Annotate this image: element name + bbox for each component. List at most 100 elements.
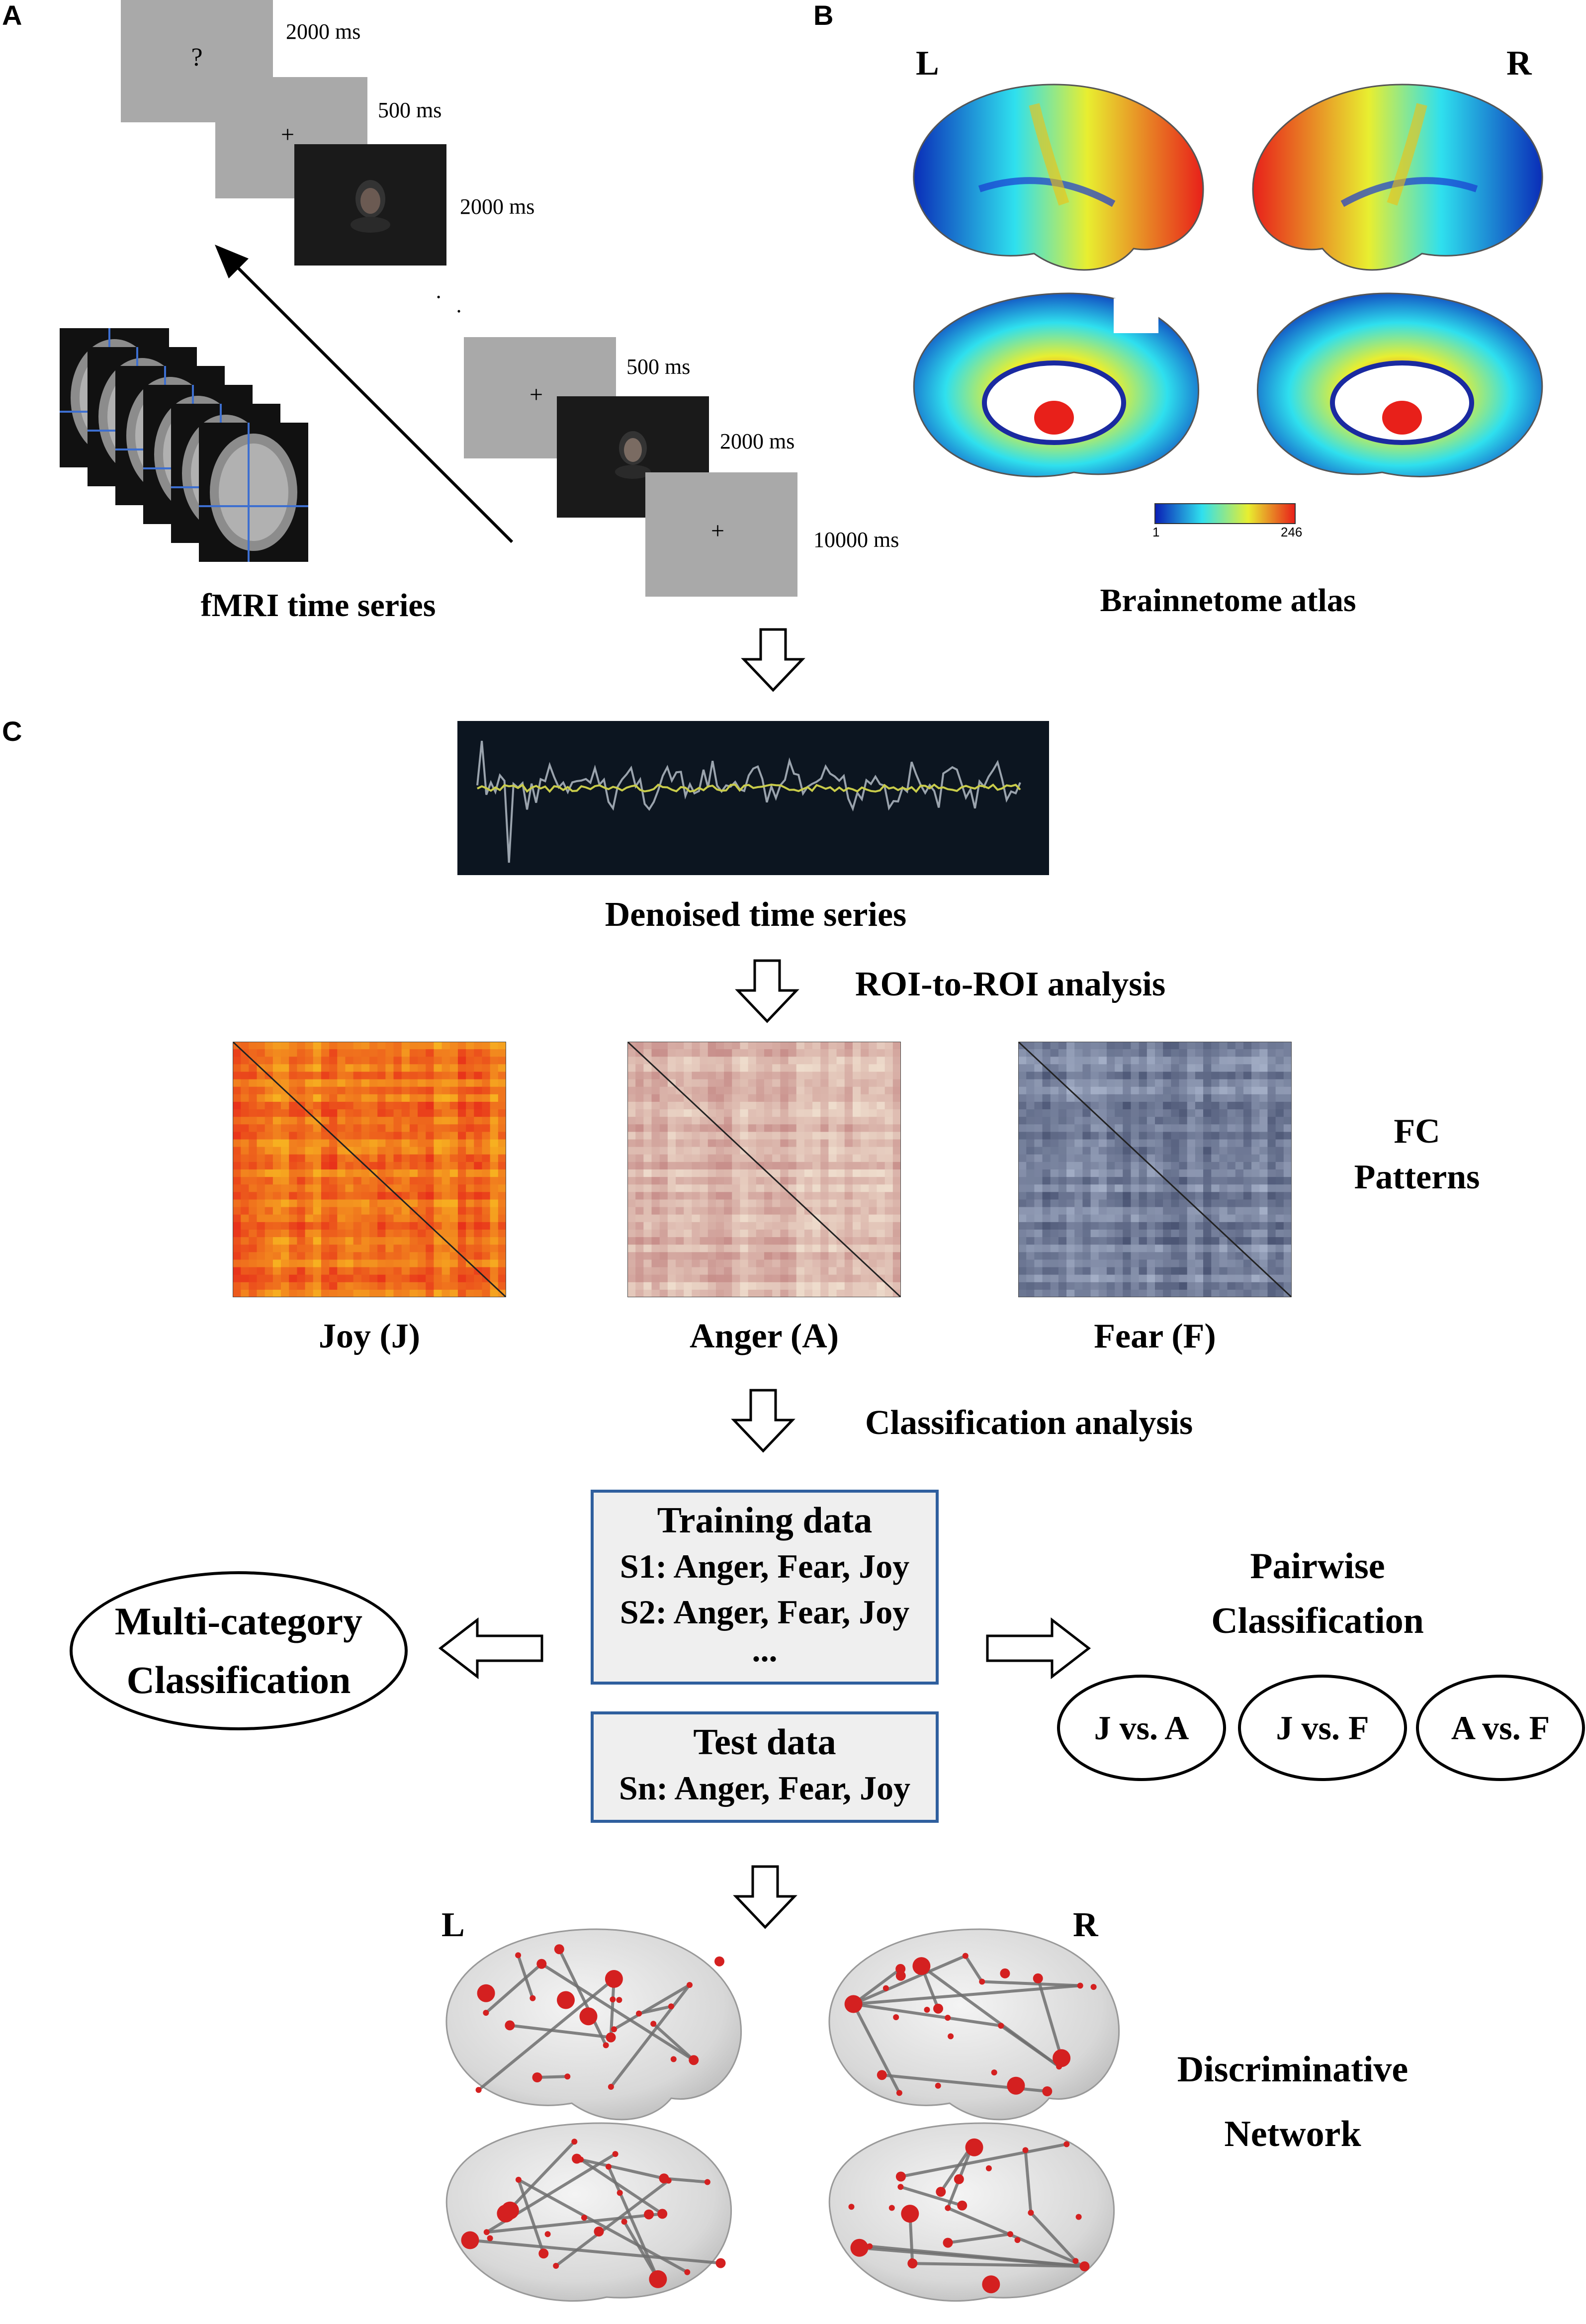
network-node (714, 1956, 724, 1966)
network-line-1: Discriminative (1177, 2049, 1409, 2090)
network-node (1028, 2210, 1034, 2216)
pair-j-vs-a: J vs. A (1057, 1675, 1226, 1781)
network-node (553, 2263, 559, 2269)
network-node (991, 2069, 997, 2076)
fc-label-2: Patterns (1354, 1158, 1480, 1196)
network-line-2: Network (1224, 2114, 1361, 2154)
pairwise-line-2: Classification (1211, 1601, 1424, 1641)
duration-face-2: 2000 ms (720, 429, 795, 453)
network-node (715, 2258, 726, 2268)
fixation-cross-3: + (711, 518, 725, 544)
network-node (532, 2072, 542, 2082)
network-node (962, 1953, 969, 1959)
network-node (603, 2042, 609, 2049)
network-node (483, 2229, 490, 2235)
network-node (564, 2073, 571, 2080)
network-node (896, 2090, 902, 2096)
network-node (965, 2138, 983, 2156)
network-node (1007, 2076, 1025, 2095)
network-node (1077, 1982, 1083, 1989)
network-node (985, 2165, 992, 2171)
face-screen-1 (294, 144, 446, 266)
network-node (948, 2033, 954, 2040)
network-right-label: R (1073, 1906, 1098, 1944)
network-node (1090, 1984, 1097, 1990)
network-node (544, 2231, 551, 2237)
network-node (1079, 2261, 1090, 2271)
time-arrow (215, 245, 514, 543)
network-node (621, 2219, 627, 2225)
fc-matrix-fear (1018, 1042, 1292, 1297)
network-node (477, 1984, 495, 2002)
atlas-right-label: R (1506, 44, 1532, 83)
duration-fixation-2: 500 ms (626, 355, 691, 379)
fc-label-1: FC (1394, 1112, 1440, 1151)
right-arrow (986, 1617, 1091, 1680)
network-node (850, 2238, 869, 2257)
network-node (538, 2248, 549, 2259)
network-node (687, 1982, 693, 1988)
matrix-label-anger: Anger (A) (689, 1317, 839, 1355)
network-node (867, 2243, 873, 2249)
test-title: Test data (693, 1722, 836, 1763)
duration-face-1: 2000 ms (460, 194, 535, 219)
colorbar-min: 1 (1152, 525, 1160, 539)
network-node (888, 2205, 895, 2211)
network-node (684, 2269, 691, 2275)
fixation-cross-2: + (529, 381, 543, 408)
multi-category-ellipse: Multi-category Classification (70, 1571, 408, 1730)
training-row-3: ... (752, 1631, 778, 1669)
face-icon (351, 180, 390, 233)
network-node (1042, 2086, 1053, 2096)
network-node (665, 2177, 672, 2184)
fmri-stack (60, 328, 308, 562)
network-node (1053, 2049, 1071, 2067)
network-node (982, 2275, 1000, 2294)
panel-letter-b: B (813, 0, 834, 31)
network-node (657, 2209, 668, 2219)
network-node (650, 2021, 657, 2027)
network-node (505, 2020, 515, 2031)
face-icon (615, 431, 651, 479)
rest-screen: + (645, 472, 797, 597)
fixation-cross-1: + (281, 121, 295, 148)
network-node (897, 2184, 904, 2190)
down-arrow-1 (741, 628, 805, 692)
network-node (909, 2258, 915, 2264)
classification-label: Classification analysis (865, 1404, 1193, 1442)
network-node (895, 1970, 906, 1981)
fc-matrix-anger (627, 1042, 901, 1297)
network-node (1000, 1968, 1010, 1978)
denoised-label: Denoised time series (605, 895, 907, 934)
network-node (933, 2003, 943, 2014)
network-node (1063, 2141, 1070, 2147)
network-node (515, 2176, 522, 2183)
network-node (877, 2070, 887, 2080)
left-arrow (438, 1617, 543, 1680)
matrix-label-fear: Fear (F) (1094, 1317, 1216, 1355)
question-mark: ? (191, 43, 203, 72)
pairwise-line-1: Pairwise (1250, 1546, 1385, 1587)
network-node (954, 2174, 964, 2184)
network-node (957, 2200, 968, 2211)
panel-letter-a: A (2, 0, 22, 31)
network-node (970, 2141, 976, 2147)
multi-line-1: Multi-category (114, 1600, 363, 1643)
network-node (606, 2163, 612, 2170)
network-node (536, 1959, 547, 1969)
network-node (668, 2003, 674, 2010)
down-arrow-3 (731, 1389, 795, 1453)
network-node (901, 2205, 919, 2223)
network-node (945, 2015, 951, 2021)
training-title: Training data (657, 1500, 873, 1541)
network-node (608, 2084, 614, 2090)
duration-fixation-1: 500 ms (378, 98, 442, 122)
network-node (515, 1952, 522, 1959)
network-node (924, 2007, 930, 2013)
training-data-box: Training data S1: Anger, Fear, Joy S2: A… (591, 1490, 939, 1685)
network-node (1007, 2231, 1013, 2237)
down-arrow-2 (735, 959, 799, 1023)
fc-matrix-joy (233, 1042, 506, 1297)
atlas-colorbar (1154, 503, 1296, 524)
network-node (670, 2056, 677, 2062)
